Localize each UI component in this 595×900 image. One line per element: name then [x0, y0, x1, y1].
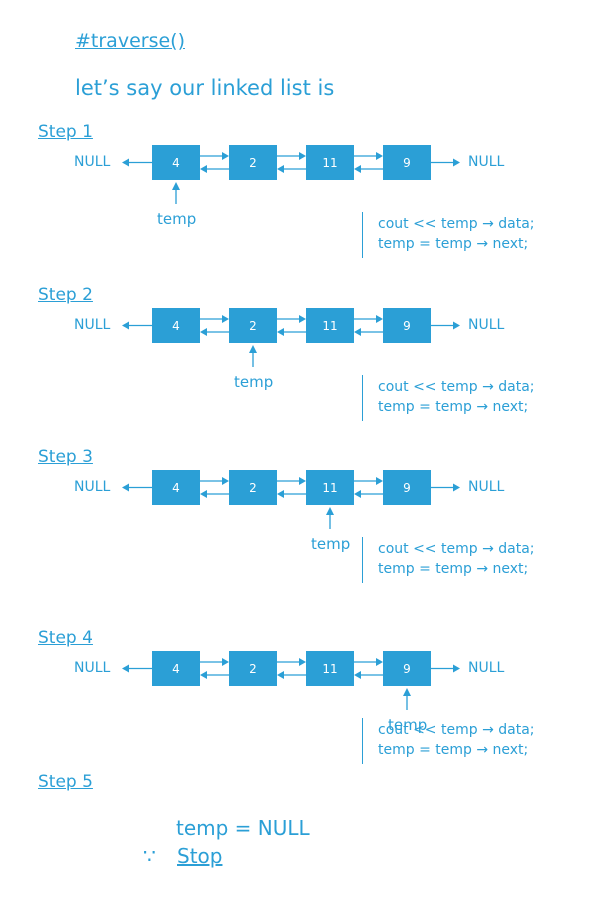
null-right-label: NULL: [468, 660, 505, 676]
step-label: Step 1: [38, 122, 93, 142]
code-line: cout << temp → data;: [378, 722, 535, 738]
arrow-head: [222, 658, 229, 666]
arrow-head: [299, 152, 306, 160]
arrow-head: [376, 477, 383, 485]
code-line: cout << temp → data;: [378, 379, 535, 395]
arrow-head: [376, 152, 383, 160]
arrow-head: [222, 315, 229, 323]
temp-label: temp: [388, 716, 428, 734]
list-node: 2: [229, 308, 277, 343]
null-right-label: NULL: [468, 154, 505, 170]
arrow-head: [453, 158, 460, 167]
list-node: 9: [383, 308, 431, 343]
step-label: Step 2: [38, 285, 93, 305]
list-node: 9: [383, 651, 431, 686]
list-node: 11: [306, 308, 354, 343]
arrow-head: [200, 490, 207, 498]
code-block: cout << temp → data; temp = temp → next;: [362, 537, 535, 583]
step-label: Step 3: [38, 447, 93, 467]
code-line: temp = temp → next;: [378, 742, 529, 758]
step-5-label: Step 5: [38, 772, 93, 792]
null-right-label: NULL: [468, 479, 505, 495]
arrow-head: [172, 182, 180, 190]
page-title: #traverse(): [75, 30, 185, 52]
arrow-head: [453, 321, 460, 330]
arrow-head: [122, 321, 129, 330]
null-left-label: NULL: [74, 154, 111, 170]
arrow-head: [354, 328, 361, 336]
arrow-head: [299, 658, 306, 666]
null-right-label: NULL: [468, 317, 505, 333]
therefore-symbol: ∵: [143, 844, 156, 868]
list-node: 2: [229, 651, 277, 686]
list-node: 4: [152, 651, 200, 686]
final-result: temp = NULL: [176, 816, 310, 840]
null-left-label: NULL: [74, 479, 111, 495]
arrow-head: [249, 345, 257, 353]
arrow-head: [453, 483, 460, 492]
arrow-head: [354, 490, 361, 498]
arrow-head: [122, 483, 129, 492]
stop-label: Stop: [177, 844, 223, 868]
code-line: cout << temp → data;: [378, 541, 535, 557]
list-node: 2: [229, 145, 277, 180]
list-node: 11: [306, 145, 354, 180]
arrow-head: [277, 328, 284, 336]
arrow-head: [376, 658, 383, 666]
arrow-head: [200, 165, 207, 173]
null-left-label: NULL: [74, 317, 111, 333]
code-line: cout << temp → data;: [378, 216, 535, 232]
temp-label: temp: [157, 210, 197, 228]
arrow-head: [354, 165, 361, 173]
code-block: cout << temp → data; temp = temp → next;: [362, 375, 535, 421]
code-block: cout << temp → data; temp = temp → next;: [362, 718, 535, 764]
code-line: temp = temp → next;: [378, 561, 529, 577]
list-node: 9: [383, 145, 431, 180]
list-node: 11: [306, 651, 354, 686]
arrow-head: [299, 315, 306, 323]
arrow-head: [453, 664, 460, 673]
intro-text: let’s say our linked list is: [75, 76, 335, 100]
temp-label: temp: [234, 373, 274, 391]
arrow-head: [222, 477, 229, 485]
null-left-label: NULL: [74, 660, 111, 676]
arrow-head: [277, 490, 284, 498]
list-node: 4: [152, 308, 200, 343]
list-node: 2: [229, 470, 277, 505]
step-label: Step 4: [38, 628, 93, 648]
arrow-head: [200, 671, 207, 679]
code-line: temp = temp → next;: [378, 236, 529, 252]
arrow-head: [122, 664, 129, 673]
arrow-head: [222, 152, 229, 160]
link-arrows: [122, 315, 460, 367]
link-arrows: [122, 152, 460, 204]
code-block: cout << temp → data; temp = temp → next;: [362, 212, 535, 258]
list-node: 9: [383, 470, 431, 505]
arrow-head: [354, 671, 361, 679]
arrow-head: [122, 158, 129, 167]
arrow-head: [326, 507, 334, 515]
link-arrows: [122, 658, 460, 710]
arrow-head: [299, 477, 306, 485]
list-node: 11: [306, 470, 354, 505]
arrow-head: [200, 328, 207, 336]
list-node: 4: [152, 145, 200, 180]
conclusion-row: ∵ Stop: [143, 844, 222, 868]
temp-label: temp: [311, 535, 351, 553]
code-line: temp = temp → next;: [378, 399, 529, 415]
arrow-head: [376, 315, 383, 323]
arrow-head: [403, 688, 411, 696]
list-node: 4: [152, 470, 200, 505]
arrow-head: [277, 165, 284, 173]
arrow-head: [277, 671, 284, 679]
link-arrows: [122, 477, 460, 529]
